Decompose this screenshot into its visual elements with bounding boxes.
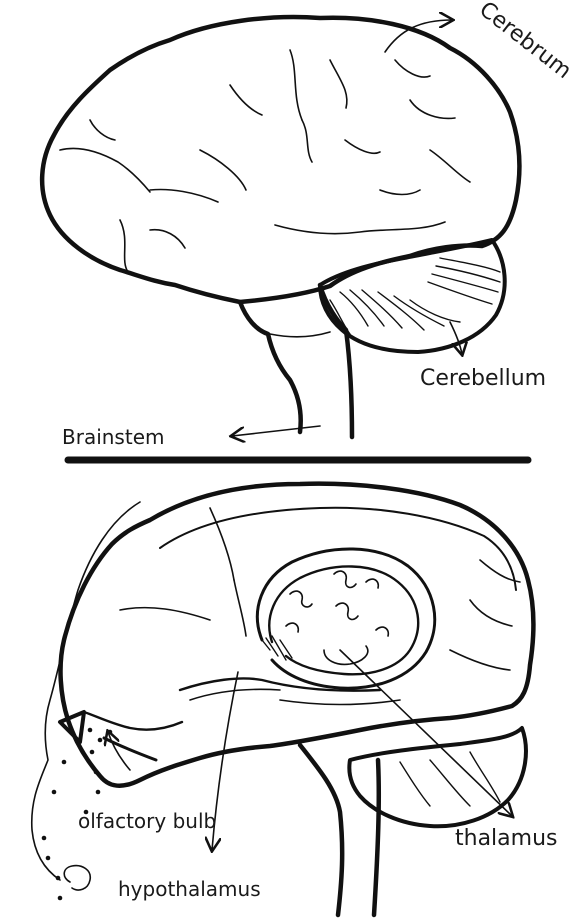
cerebrum-sulci bbox=[60, 50, 470, 272]
label-olfactory-bulb: olfactory bulb bbox=[78, 809, 216, 833]
label-cerebellum: Cerebellum bbox=[420, 366, 546, 391]
label-cerebrum: Cerebrum bbox=[474, 0, 576, 84]
sagittal-cerebellum-folia bbox=[400, 752, 500, 806]
sagittal-sulci bbox=[120, 508, 520, 705]
sagittal-brainstem-right bbox=[374, 760, 379, 915]
label-thalamus: thalamus bbox=[455, 826, 557, 851]
nose-nostril bbox=[64, 866, 90, 890]
thalamus-squiggles bbox=[286, 571, 388, 664]
cerebellum-arrow bbox=[450, 322, 462, 354]
olfactory-tract bbox=[84, 712, 182, 730]
brainstem-arrow bbox=[232, 426, 320, 436]
corpus-callosum-loop bbox=[257, 549, 434, 688]
sagittal-brainstem-left bbox=[300, 745, 342, 915]
sagittal-cerebellum bbox=[349, 728, 526, 826]
brainstem-left-edge bbox=[240, 302, 301, 432]
olfactory-arrow bbox=[108, 732, 130, 770]
label-hypothalamus: hypothalamus bbox=[118, 877, 261, 901]
label-brainstem: Brainstem bbox=[62, 425, 164, 449]
sagittal-cerebrum-outline bbox=[61, 484, 534, 786]
brainstem-inner-line bbox=[270, 332, 330, 337]
thalamus-arrow bbox=[340, 650, 512, 816]
